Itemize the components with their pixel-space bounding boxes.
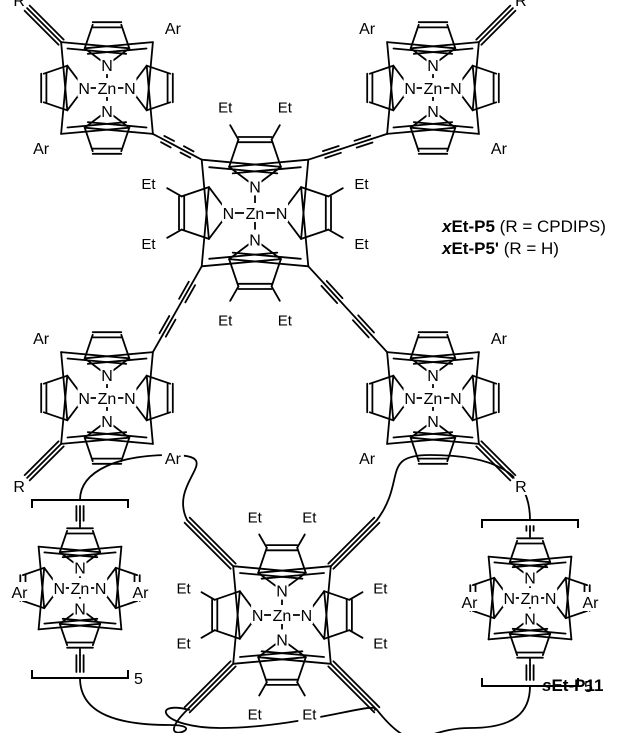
compound-detail: (R = H) — [499, 239, 559, 258]
ethyl-group: Et — [141, 236, 156, 253]
zinc-atom: Zn — [424, 81, 443, 98]
ethyl-group: Et — [354, 176, 369, 193]
compound-detail: (R = CPDIPS) — [495, 217, 606, 236]
substituent-r: R — [515, 479, 527, 496]
nitrogen-atom: N — [252, 608, 264, 625]
ethyl-group: Et — [302, 510, 317, 527]
aryl-group: Ar — [491, 331, 508, 348]
compound-prefix: x — [441, 239, 453, 258]
ethyl-group: Et — [177, 581, 192, 598]
ethyl-group: Et — [141, 176, 156, 193]
nitrogen-atom: N — [524, 612, 536, 629]
compound-name: Et-P11 — [551, 676, 603, 695]
nitrogen-atom: N — [427, 58, 439, 75]
nitrogen-atom: N — [504, 591, 516, 608]
aryl-group: Ar — [165, 21, 182, 38]
ethyl-group: Et — [218, 313, 233, 330]
nitrogen-atom: N — [249, 179, 261, 196]
aryl-group: Ar — [583, 595, 600, 612]
nitrogen-atom: N — [450, 81, 462, 98]
aryl-group: Ar — [491, 141, 508, 158]
zinc-atom: Zn — [98, 391, 117, 408]
nitrogen-atom: N — [404, 391, 416, 408]
ethyl-group: Et — [218, 100, 233, 117]
nitrogen-atom: N — [74, 560, 86, 577]
nitrogen-atom: N — [223, 206, 235, 223]
ethyl-group: Et — [373, 581, 388, 598]
nitrogen-atom: N — [276, 632, 288, 649]
substituent-r: R — [13, 0, 25, 10]
substituent-r: R — [13, 479, 25, 496]
zinc-atom: Zn — [98, 81, 117, 98]
repeat-count: 5 — [584, 679, 593, 696]
nitrogen-atom: N — [524, 570, 536, 587]
nitrogen-atom: N — [124, 391, 136, 408]
aryl-group: Ar — [359, 21, 376, 38]
ethyl-group: Et — [248, 706, 263, 723]
zinc-atom: Zn — [424, 391, 443, 408]
aryl-group: Ar — [33, 141, 50, 158]
nitrogen-atom: N — [74, 602, 86, 619]
aryl-group: Ar — [133, 585, 150, 602]
aryl-group: Ar — [462, 595, 479, 612]
aryl-group: Ar — [12, 585, 29, 602]
nitrogen-atom: N — [78, 81, 90, 98]
zinc-atom: Zn — [71, 581, 90, 598]
nitrogen-atom: N — [95, 581, 107, 598]
nitrogen-atom: N — [450, 391, 462, 408]
substituent-r: R — [515, 0, 527, 10]
compound-name: Et-P5' — [451, 239, 499, 258]
nitrogen-atom: N — [78, 391, 90, 408]
nitrogen-atom: N — [427, 368, 439, 385]
nitrogen-atom: N — [301, 608, 313, 625]
compound-prefix: s — [542, 676, 551, 695]
compound-label-set-p11: sEt-P11 — [542, 676, 603, 695]
ethyl-group: Et — [177, 635, 192, 652]
nitrogen-atom: N — [101, 414, 113, 431]
ethyl-group: Et — [373, 635, 388, 652]
ethyl-group: Et — [278, 313, 293, 330]
nitrogen-atom: N — [124, 81, 136, 98]
compound-name: Et-P5 — [451, 217, 494, 236]
nitrogen-atom: N — [404, 81, 416, 98]
nitrogen-atom: N — [427, 414, 439, 431]
ethyl-group: Et — [278, 100, 293, 117]
nitrogen-atom: N — [101, 104, 113, 121]
template-porphyrin-tetraethyl — [200, 533, 364, 697]
ethyl-group: Et — [248, 510, 263, 527]
nitrogen-atom: N — [545, 591, 557, 608]
repeat-count: 5 — [134, 671, 143, 688]
aryl-group: Ar — [359, 451, 376, 468]
svg-text:xEt-P5 (R = CPDIPS): xEt-P5 (R = CPDIPS) — [441, 217, 606, 236]
peripheral-porphyrin — [40, 331, 174, 465]
nitrogen-atom: N — [101, 58, 113, 75]
nitrogen-atom: N — [101, 368, 113, 385]
nitrogen-atom: N — [276, 584, 288, 601]
zinc-atom: Zn — [521, 591, 540, 608]
svg-text:xEt-P5' (R = H): xEt-P5' (R = H) — [441, 239, 559, 258]
zinc-atom: Zn — [246, 206, 265, 223]
compound-label-xet-p5: xEt-P5 (R = CPDIPS) — [441, 217, 606, 236]
compound-prefix: x — [441, 217, 453, 236]
peripheral-porphyrin — [366, 331, 500, 465]
nitrogen-atom: N — [249, 233, 261, 250]
compound-label-xet-p5-prime: xEt-P5' (R = H) — [441, 239, 559, 258]
zinc-atom: Zn — [273, 608, 292, 625]
aryl-group: Ar — [165, 451, 182, 468]
nitrogen-atom: N — [427, 104, 439, 121]
nitrogen-atom: N — [54, 581, 66, 598]
ethyl-group: Et — [354, 236, 369, 253]
nitrogen-atom: N — [276, 206, 288, 223]
aryl-group: Ar — [33, 331, 50, 348]
ethyl-group: Et — [302, 706, 317, 723]
svg-text:sEt-P11: sEt-P11 — [542, 676, 603, 695]
